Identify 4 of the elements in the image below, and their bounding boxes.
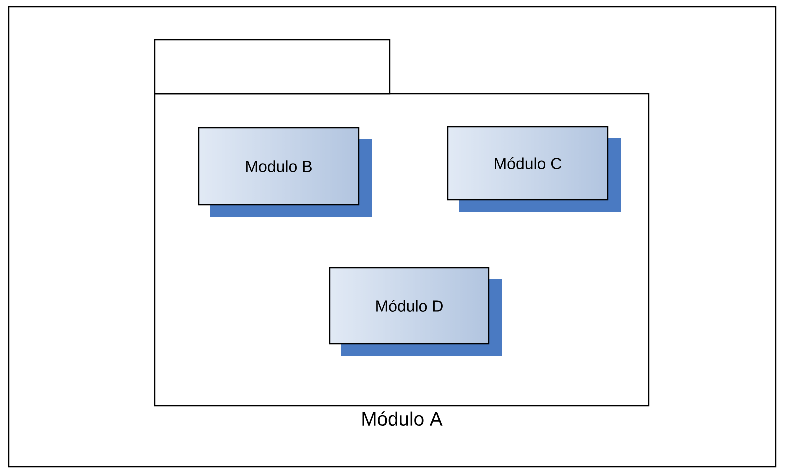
module-box: Modulo B <box>198 127 372 217</box>
module-box: Módulo D <box>329 267 502 356</box>
node-label: Módulo A <box>362 412 443 426</box>
module-box: Módulo C <box>447 126 621 212</box>
